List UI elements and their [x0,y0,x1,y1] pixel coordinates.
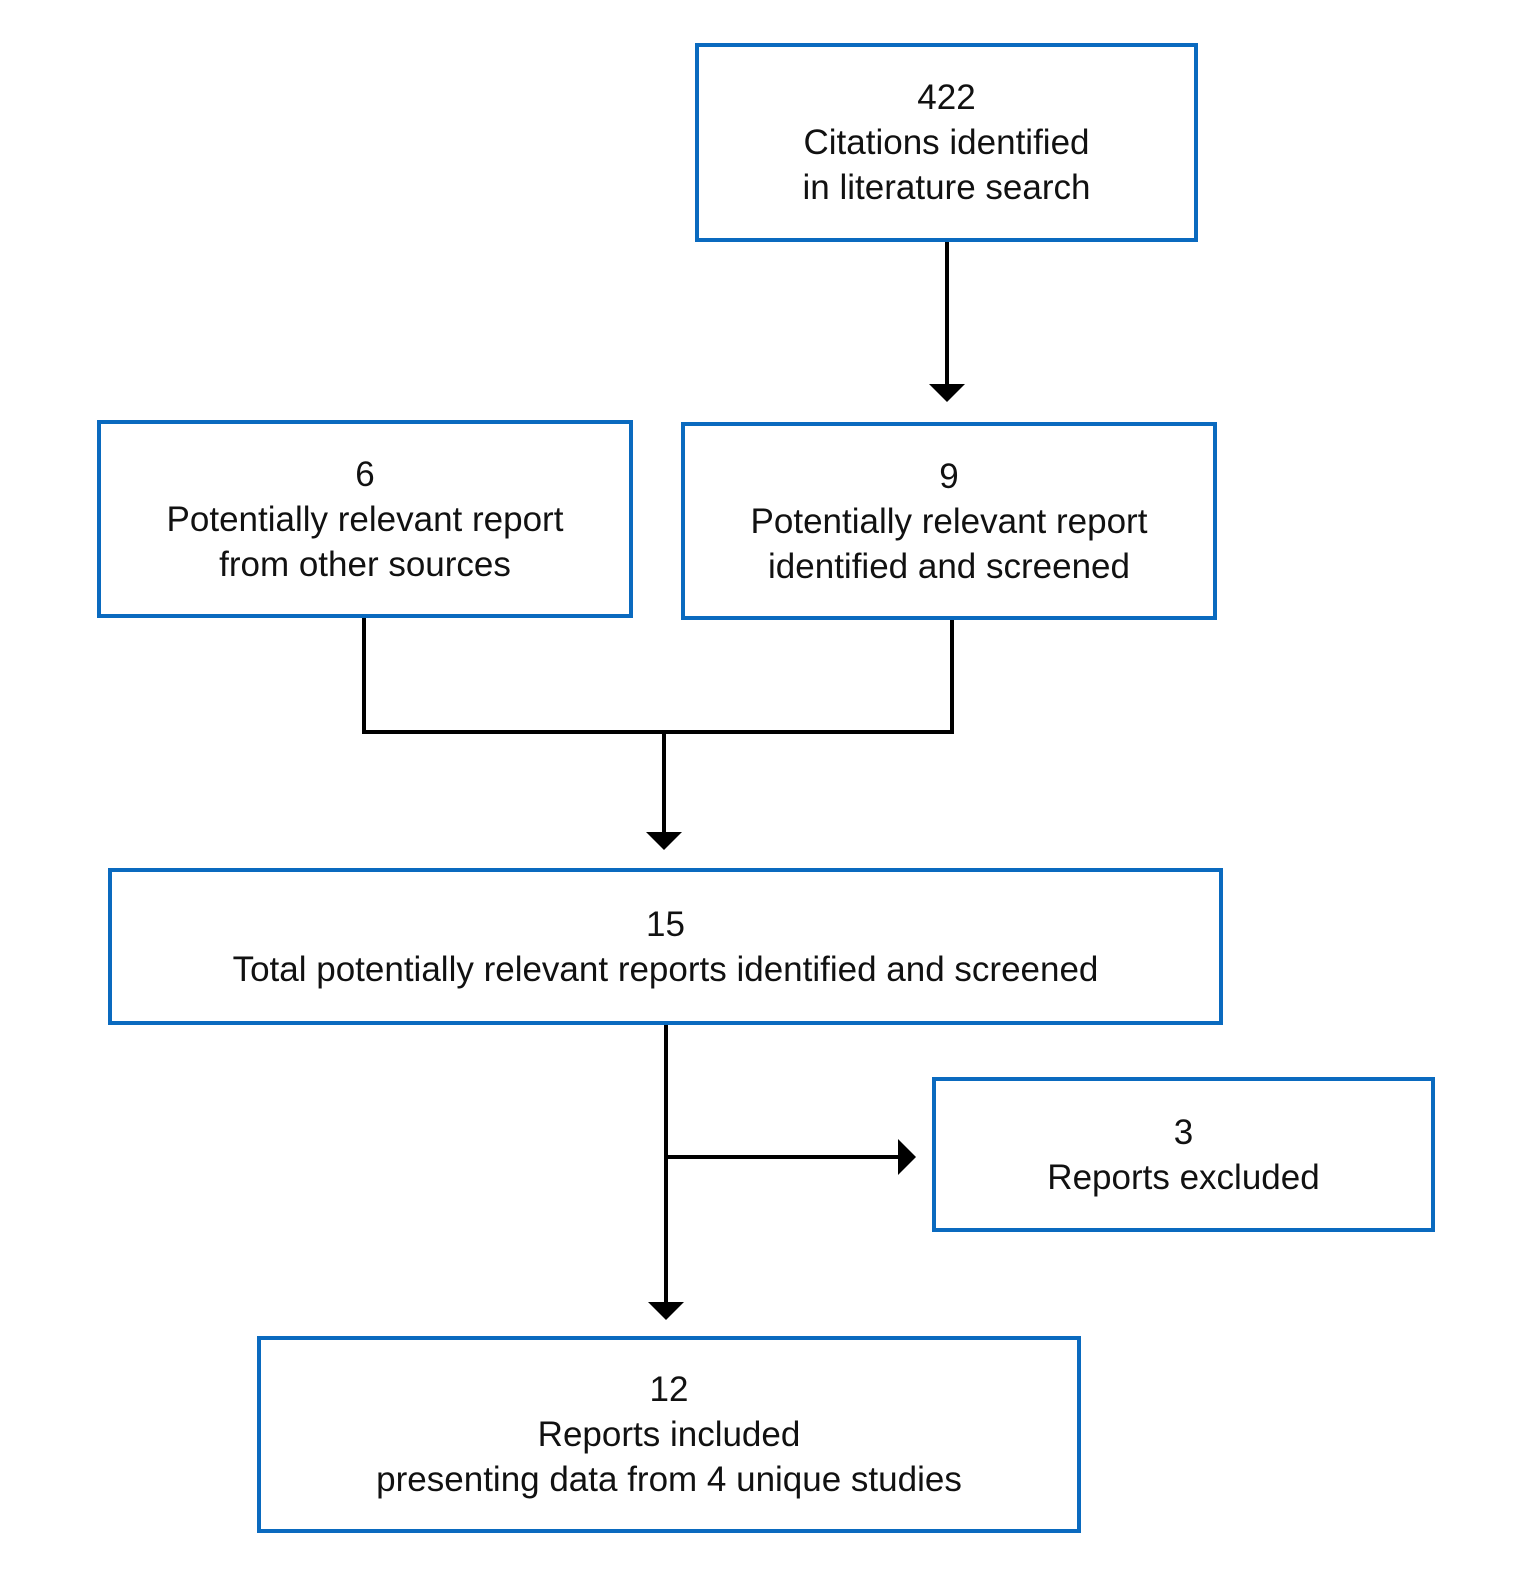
arrowhead-down-icon [648,1302,684,1320]
box-count: 9 [939,456,959,496]
arrowhead-down-icon [646,832,682,850]
box-label-line2: presenting data from 4 unique studies [376,1460,962,1499]
box-literature-search: 422 Citations identified in literature s… [695,43,1198,242]
box-identified-screened: 9 Potentially relevant report identified… [681,422,1217,620]
box-count: 12 [649,1370,689,1409]
arrowhead-right-icon [898,1139,916,1175]
box-count: 422 [917,78,976,117]
box-label-line1: Potentially relevant report [750,501,1148,541]
arrowhead-down-icon [929,384,965,402]
box-label-line1: Total potentially relevant reports ident… [232,949,1099,989]
box-label-line2: identified and screened [768,546,1130,586]
box-count: 3 [1173,1112,1194,1152]
box-label-line1: Reports included [537,1415,801,1454]
box-included: 12 Reports included presenting data from… [257,1336,1081,1533]
box-label-line2: in literature search [802,168,1091,207]
box-label-line1: Citations identified [803,123,1090,162]
box-label-line2: from other sources [219,544,511,584]
box-total-screened: 15 Total potentially relevant reports id… [108,868,1223,1025]
box-excluded: 3 Reports excluded [932,1077,1435,1232]
box-label-line1: Potentially relevant report [166,499,564,539]
box-count: 6 [355,454,375,494]
box-other-sources: 6 Potentially relevant report from other… [97,420,633,618]
box-label-line1: Reports excluded [1047,1157,1320,1197]
box-count: 15 [646,904,685,944]
